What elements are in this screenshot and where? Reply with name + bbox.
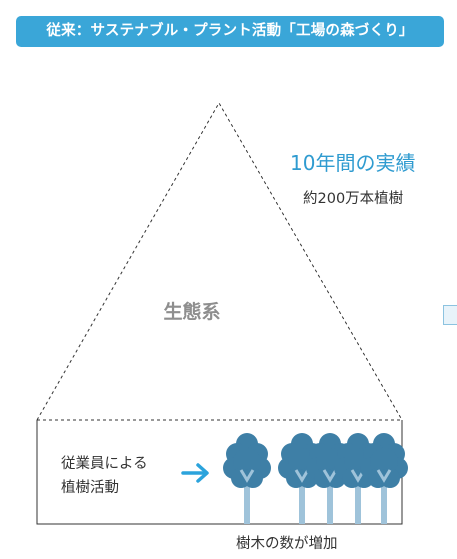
side-box [443,305,457,325]
arrow-right-icon [181,463,209,483]
activity-line-2: 植樹活動 [61,480,119,496]
tree-group [223,433,408,524]
pyramid-outline [36,101,403,421]
tree-icon [223,433,271,524]
header-title: 従来：サステナブル・プラント活動「工場の森づくり」 [16,16,444,47]
result-title: 10年間の実績 [290,151,416,175]
activity-label: 従業員による 植樹活動 [61,452,148,500]
trees-caption: 樹木の数が増加 [236,536,338,552]
ecosystem-label: 生態系 [163,301,221,323]
activity-line-1: 従業員による [61,456,148,472]
result-subtitle: 約200万本植樹 [303,191,404,207]
tree-icon [360,433,408,524]
